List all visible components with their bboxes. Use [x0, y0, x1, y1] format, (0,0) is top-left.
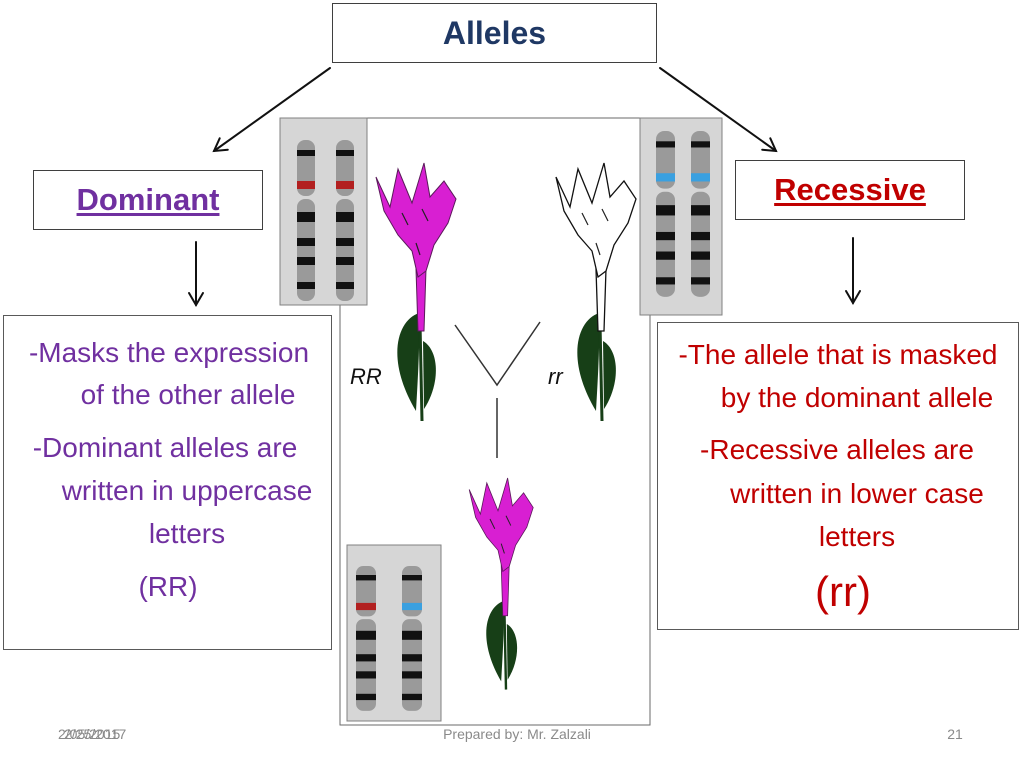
chromosome-arm-lower [691, 191, 710, 297]
genotype-label-dominant: RR [350, 364, 382, 389]
chromosome [691, 131, 710, 297]
recessive-line: -The allele that is masked [678, 339, 998, 370]
footer-author: Prepared by: Mr. Zalzali [443, 726, 591, 742]
chromosome-band [336, 282, 354, 289]
chromosome-band [297, 282, 315, 289]
chromosome [356, 566, 376, 711]
cross-lines [454, 321, 541, 458]
arrow-down-dominant [188, 241, 204, 307]
chromosome-band [297, 238, 315, 246]
dominant-line: -Masks the expression [28, 337, 310, 368]
allele-band-blue [402, 602, 422, 611]
dominant-line: -Dominant alleles are [32, 432, 298, 463]
chromosome-band [356, 654, 376, 662]
chromosome-band [402, 575, 422, 581]
chromosomes [297, 131, 710, 711]
chromosome-band [656, 205, 675, 216]
chromosome-band [356, 630, 376, 640]
recessive-description-box: -The allele that is masked by the domina… [657, 322, 1019, 630]
dominant-line: letters [148, 518, 226, 549]
slide-title: Alleles [442, 14, 547, 51]
chromosome-band [297, 150, 315, 156]
allele-band-red [356, 602, 376, 611]
recessive-line: by the dominant allele [720, 382, 994, 413]
chromosome [656, 131, 675, 297]
chromosome-band [656, 251, 675, 260]
recessive-line: letters [818, 521, 896, 552]
chromosome-band [402, 630, 422, 640]
dominant-line: of the other allele [80, 379, 296, 410]
chromosome-band [356, 693, 376, 701]
chromosome-band [691, 205, 710, 216]
footer-date: 2/05/2015 [58, 726, 121, 742]
chromosome-band [402, 654, 422, 662]
chromosome-arm-lower [297, 199, 315, 301]
chromosome-band [356, 671, 376, 679]
chromosome-arm-lower [656, 191, 675, 297]
chromosome-band [656, 277, 675, 285]
chromosome-band [402, 693, 422, 701]
dominant-heading-box: Dominant [33, 170, 263, 230]
dominant-genotype-label: (RR) [138, 571, 198, 602]
chromosome-band [336, 257, 354, 265]
allele-band-blue [656, 173, 675, 182]
chromosome [402, 566, 422, 711]
flower-tube [500, 564, 510, 617]
chromosome [297, 140, 315, 301]
chromosome-band [656, 231, 675, 241]
title-box: Alleles [332, 3, 657, 63]
chromosome-band [297, 212, 315, 222]
allele-band-red [336, 181, 354, 189]
genotype-label-recessive: rr [548, 364, 564, 389]
footer-date: 2/25/2017 [64, 726, 127, 742]
recessive-line: -Recessive alleles are [700, 434, 974, 465]
slide-number: 21 [947, 726, 963, 742]
chromosome [336, 140, 354, 301]
chromosome-band [691, 251, 710, 260]
dominant-description-box: -Masks the expression of the other allel… [3, 315, 332, 650]
chromosome-band [691, 141, 710, 148]
chromosome-band [297, 257, 315, 265]
cross-figure: RR rr [279, 117, 723, 726]
chromosome-band [402, 671, 422, 679]
dominant-line: written in uppercase [61, 475, 313, 506]
recessive-heading-box: Recessive [735, 160, 965, 220]
dominant-heading: Dominant [76, 182, 220, 217]
chromosome-band [336, 238, 354, 246]
allele-band-red [297, 181, 315, 189]
chromosome-band [656, 141, 675, 148]
chromosome-band [691, 277, 710, 285]
recessive-heading: Recessive [774, 172, 926, 207]
chromosome-arm-lower [402, 619, 422, 711]
arrow-down-recessive [845, 237, 861, 305]
chromosome-band [356, 575, 376, 581]
chromosome-arm-lower [336, 199, 354, 301]
chromosome-arm-lower [356, 619, 376, 711]
flower-tube [415, 268, 427, 332]
recessive-line: written in lower case [730, 478, 984, 509]
flower-tube [595, 268, 607, 332]
chromosome-band [336, 150, 354, 156]
chromosome-band [691, 231, 710, 241]
recessive-genotype-label: (rr) [815, 568, 871, 615]
chromosome-band [336, 212, 354, 222]
allele-band-blue [691, 173, 710, 182]
